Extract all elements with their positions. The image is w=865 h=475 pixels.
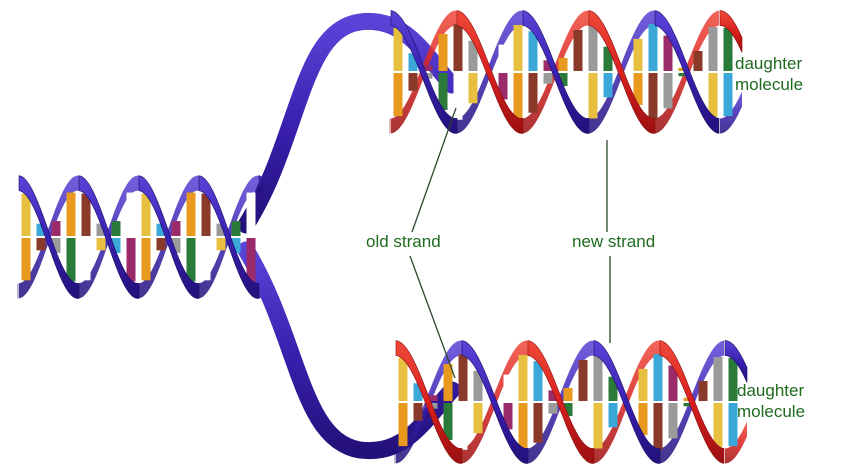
base-pair-half <box>37 238 46 250</box>
label-line: molecule <box>735 74 803 95</box>
base-pair-half <box>724 28 733 71</box>
base-pair-half <box>394 73 403 116</box>
base-pair-half <box>709 27 718 71</box>
base-pair-half <box>534 403 543 443</box>
base-pair-half <box>469 73 478 103</box>
unwound-old-strand-top <box>246 21 452 225</box>
base-pair-half <box>232 221 241 236</box>
base-pair-half <box>594 356 603 401</box>
base-pair-half <box>669 403 678 438</box>
base-pair-half <box>504 375 513 401</box>
base-pair-half <box>187 238 196 281</box>
base-pair-half <box>649 24 658 71</box>
base-pair-half <box>22 238 31 280</box>
base-pair-half <box>217 238 226 250</box>
base-pair-half <box>664 73 673 108</box>
base-pair-half <box>654 354 663 401</box>
base-pair-half <box>157 238 166 250</box>
base-pair-half <box>454 24 463 71</box>
base-pair-half <box>187 193 196 236</box>
base-pair-half <box>514 73 523 119</box>
old-strand-pointer-top <box>412 108 456 232</box>
base-pair-half <box>574 30 583 71</box>
base-pair-half <box>714 403 723 447</box>
base-pair-half <box>549 403 558 414</box>
base-pair-half <box>247 238 256 281</box>
base-pair-half <box>514 25 523 71</box>
base-pair-half <box>559 58 568 71</box>
strand-front-segment <box>259 176 261 192</box>
base-pair-half <box>639 369 648 401</box>
base-pair-half <box>439 34 448 71</box>
daughter-molecule-label-top: daughter molecule <box>735 53 803 95</box>
base-pair-half <box>112 221 121 236</box>
base-pair-half <box>724 73 733 116</box>
daughter-molecule-label-bottom: daughter molecule <box>737 380 805 422</box>
base-pair-half <box>694 51 703 71</box>
label-line: daughter <box>737 380 805 401</box>
base-pair-half <box>67 193 76 236</box>
base-pair-half <box>564 388 573 401</box>
base-pair-half <box>399 358 408 401</box>
base-pair-half <box>709 73 718 117</box>
base-pair-half <box>499 45 508 71</box>
base-pair-half <box>649 73 658 120</box>
base-pair-half <box>474 403 483 433</box>
base-pair-half <box>589 73 598 118</box>
base-pair-half <box>127 193 136 236</box>
label-line: molecule <box>737 401 805 422</box>
label-line: daughter <box>735 53 803 74</box>
base-pair-half <box>142 238 151 280</box>
base-pair-half <box>409 73 418 91</box>
base-pair-half <box>654 403 663 450</box>
base-pair-half <box>459 354 468 401</box>
base-pair-half <box>604 73 613 97</box>
base-pair-half <box>67 238 76 281</box>
base-pair-half <box>82 238 91 280</box>
base-pair-half <box>444 364 453 401</box>
base-pair-half <box>519 355 528 401</box>
base-pair-half <box>399 403 408 446</box>
base-pair-half <box>414 403 423 421</box>
new-strand-label: new strand <box>572 231 655 252</box>
base-pair-half <box>127 238 136 281</box>
old-strand-label: old strand <box>366 231 441 252</box>
base-pair-half <box>544 73 553 84</box>
base-pair-half <box>714 357 723 401</box>
base-pair-half <box>579 360 588 401</box>
base-pair-half <box>519 403 528 449</box>
base-pair-half <box>529 73 538 113</box>
old-strand-pointer-bottom <box>410 256 455 378</box>
base-pair-half <box>459 403 468 450</box>
base-pair-half <box>594 403 603 448</box>
base-pair-half <box>589 26 598 71</box>
base-pair-half <box>202 238 211 280</box>
base-pair-half <box>52 221 61 236</box>
base-pair-half <box>609 403 618 427</box>
base-pair-half <box>699 381 708 401</box>
base-pair-half <box>247 193 256 236</box>
base-pair-half <box>634 39 643 71</box>
base-pair-half <box>97 238 106 250</box>
base-pair-half <box>172 221 181 236</box>
base-pair-half <box>394 28 403 71</box>
